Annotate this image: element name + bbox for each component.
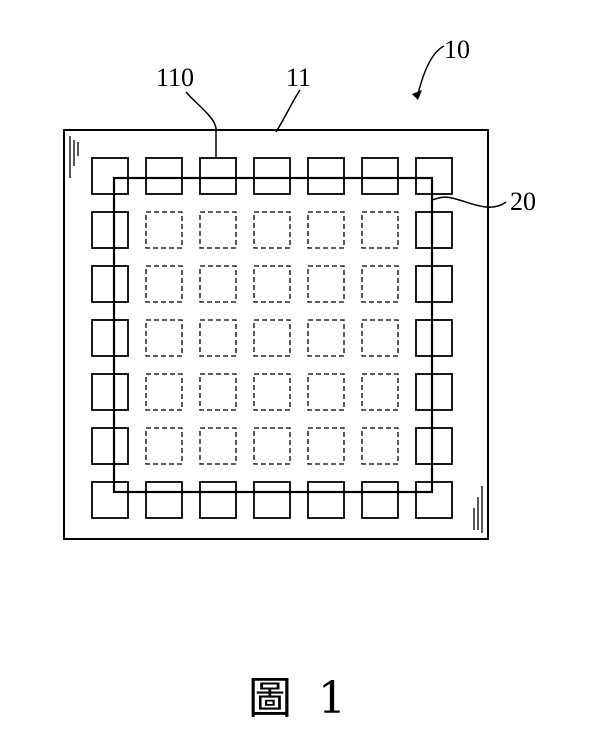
hidden-bond-pad	[254, 212, 290, 248]
arrowhead-icon	[412, 90, 422, 100]
bond-pad	[92, 374, 128, 410]
bond-pad	[254, 158, 290, 194]
hidden-bond-pad	[200, 374, 236, 410]
hidden-bond-pad	[362, 266, 398, 302]
hidden-bond-pad	[254, 320, 290, 356]
hidden-bond-pad	[308, 428, 344, 464]
bond-pad	[308, 158, 344, 194]
bond-pad	[254, 482, 290, 518]
hidden-bond-pad	[308, 374, 344, 410]
hidden-bond-pad	[308, 266, 344, 302]
hidden-bond-pad	[254, 428, 290, 464]
hidden-bond-pad	[362, 428, 398, 464]
bond-pad	[92, 158, 128, 194]
bond-pad	[92, 266, 128, 302]
hidden-bond-pad	[146, 428, 182, 464]
hidden-bond-pad	[146, 266, 182, 302]
hidden-bond-pad	[146, 212, 182, 248]
bond-pad	[92, 428, 128, 464]
label-pad: 110	[156, 63, 194, 92]
label-device: 10	[444, 35, 470, 64]
hidden-bond-pad	[362, 320, 398, 356]
bond-pad	[146, 158, 182, 194]
bond-pad	[92, 482, 128, 518]
leader-line-chip	[432, 197, 506, 207]
label-chip: 20	[510, 187, 536, 216]
bond-pad	[416, 266, 452, 302]
bond-pad	[362, 482, 398, 518]
hidden-bond-pad	[200, 266, 236, 302]
bond-pad	[146, 482, 182, 518]
hidden-bond-pad	[362, 374, 398, 410]
bond-pad	[92, 320, 128, 356]
figure-caption: 圖 1	[0, 662, 600, 726]
bond-pad	[416, 158, 452, 194]
shading-marks	[70, 136, 482, 533]
hidden-bond-pad	[200, 320, 236, 356]
label-substrate: 11	[286, 63, 311, 92]
bond-pad	[200, 482, 236, 518]
hidden-bond-pad	[200, 428, 236, 464]
pad-array	[92, 158, 452, 518]
bond-pad	[200, 158, 236, 194]
bond-pad	[308, 482, 344, 518]
hidden-bond-pad	[254, 374, 290, 410]
bond-pad	[362, 158, 398, 194]
hidden-bond-pad	[308, 212, 344, 248]
hidden-bond-pad	[308, 320, 344, 356]
hidden-bond-pad	[254, 266, 290, 302]
leader-line-pad	[186, 92, 216, 158]
bond-pad	[416, 374, 452, 410]
hidden-bond-pad	[362, 212, 398, 248]
bond-pad	[416, 212, 452, 248]
bond-pad	[416, 428, 452, 464]
hidden-bond-pad	[146, 374, 182, 410]
arrow-line-device	[418, 46, 444, 94]
hidden-bond-pad	[146, 320, 182, 356]
bond-pad	[416, 482, 452, 518]
hidden-bond-pad	[200, 212, 236, 248]
bond-pad	[416, 320, 452, 356]
bond-pad	[92, 212, 128, 248]
leader-line-substrate	[276, 90, 300, 132]
chip-outline	[114, 178, 432, 492]
